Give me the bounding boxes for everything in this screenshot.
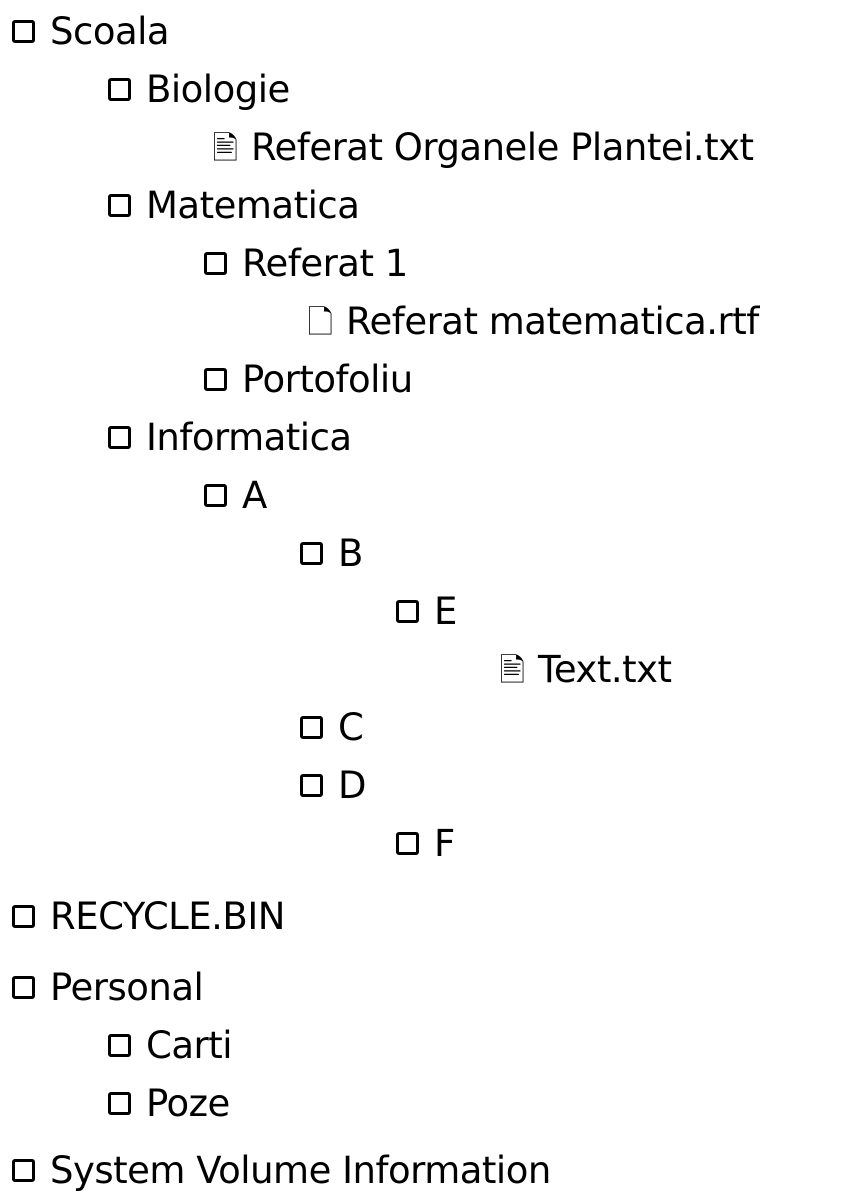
tree-item-carti[interactable]: Carti xyxy=(102,1021,233,1071)
folder-icon xyxy=(102,181,142,231)
folder-icon xyxy=(294,761,334,811)
folder-icon xyxy=(102,1079,142,1129)
tree-item-label: Referat matematica.rtf xyxy=(346,300,759,343)
tree-item-referat-organele-plantei[interactable]: 🖹 Referat Organele Plantei.txt xyxy=(205,123,754,173)
folder-icon xyxy=(390,587,430,637)
folder-icon xyxy=(102,1021,142,1071)
tree-item-d[interactable]: D xyxy=(294,761,367,811)
tree-item-label: Informatica xyxy=(146,416,352,459)
folder-icon xyxy=(6,892,46,942)
tree-item-text-txt[interactable]: 🖹 Text.txt xyxy=(492,645,672,695)
folder-icon xyxy=(198,355,238,405)
tree-item-biologie[interactable]: Biologie xyxy=(102,65,290,115)
folder-icon xyxy=(198,471,238,521)
tree-item-referat-matematica[interactable]: 🗋 Referat matematica.rtf xyxy=(300,297,759,347)
tree-item-label: Referat 1 xyxy=(242,242,408,285)
folder-icon xyxy=(294,703,334,753)
tree-item-recycle-bin[interactable]: RECYCLE.BIN xyxy=(6,892,285,942)
tree-item-label: Carti xyxy=(146,1024,233,1067)
tree-item-label: Portofoliu xyxy=(242,358,413,401)
tree-item-matematica[interactable]: Matematica xyxy=(102,181,360,231)
folder-icon xyxy=(102,413,142,463)
tree-item-label: Personal xyxy=(50,966,204,1009)
tree-item-label: System Volume Information xyxy=(50,1149,551,1192)
tree-item-b[interactable]: B xyxy=(294,529,363,579)
tree-item-label: Text.txt xyxy=(538,648,672,691)
tree-item-label: E xyxy=(434,590,457,633)
folder-icon xyxy=(6,1146,46,1196)
tree-item-label: Poze xyxy=(146,1082,230,1125)
folder-icon xyxy=(102,65,142,115)
tree-item-label: RECYCLE.BIN xyxy=(50,895,285,938)
text-file-icon: 🖹 xyxy=(499,651,525,689)
tree-item-personal[interactable]: Personal xyxy=(6,963,204,1013)
tree-item-f[interactable]: F xyxy=(390,819,455,869)
folder-icon xyxy=(390,819,430,869)
tree-item-system-volume-information[interactable]: System Volume Information xyxy=(6,1146,551,1196)
folder-icon xyxy=(6,7,46,57)
text-file-icon: 🖹 xyxy=(212,129,238,167)
tree-item-label: Scoala xyxy=(50,10,170,53)
tree-item-label: Biologie xyxy=(146,68,290,111)
tree-item-portofoliu[interactable]: Portofoliu xyxy=(198,355,413,405)
tree-item-label: Referat Organele Plantei.txt xyxy=(251,126,754,169)
folder-icon xyxy=(198,239,238,289)
tree-item-scoala[interactable]: Scoala xyxy=(6,7,170,57)
tree-item-label: B xyxy=(338,532,363,575)
folder-icon xyxy=(294,529,334,579)
tree-item-e[interactable]: E xyxy=(390,587,457,637)
tree-item-referat-1[interactable]: Referat 1 xyxy=(198,239,408,289)
tree-item-label: D xyxy=(338,764,367,807)
tree-item-label: A xyxy=(242,474,267,517)
tree-item-poze[interactable]: Poze xyxy=(102,1079,230,1129)
tree-item-label: Matematica xyxy=(146,184,360,227)
tree-item-label: F xyxy=(434,822,455,865)
tree-item-label: C xyxy=(338,706,364,749)
document-file-icon: 🗋 xyxy=(307,303,333,341)
tree-item-informatica[interactable]: Informatica xyxy=(102,413,352,463)
tree-item-c[interactable]: C xyxy=(294,703,364,753)
tree-item-a[interactable]: A xyxy=(198,471,267,521)
folder-icon xyxy=(6,963,46,1013)
